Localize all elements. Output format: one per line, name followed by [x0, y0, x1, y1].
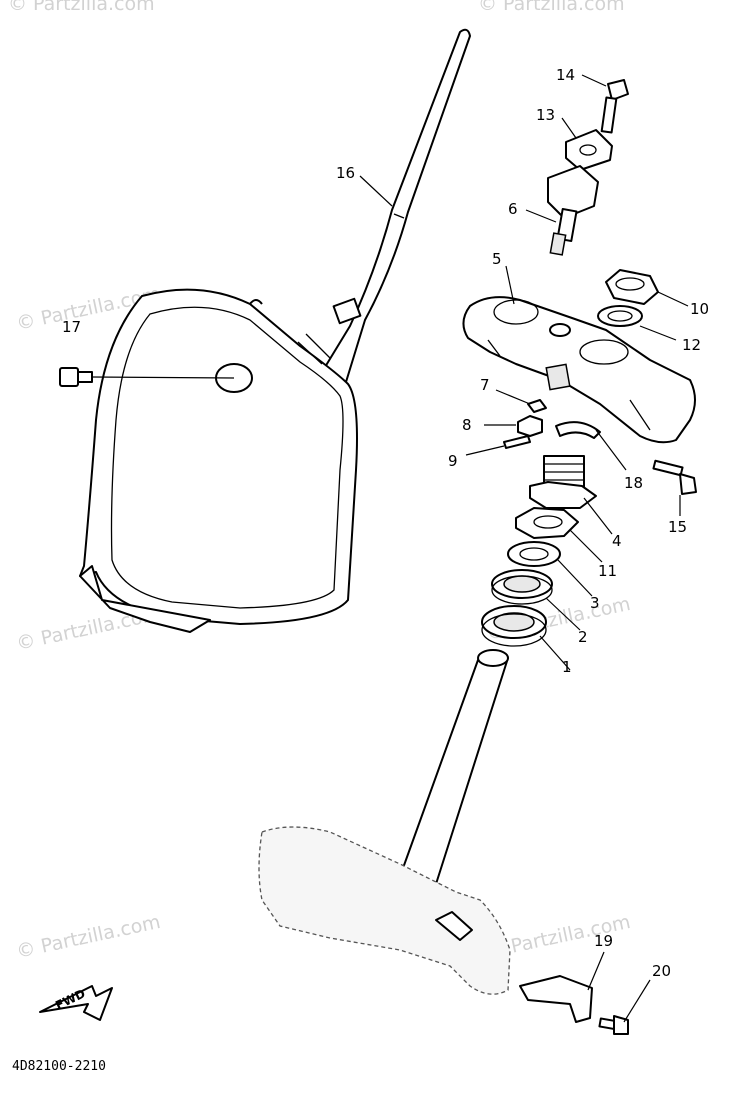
watermark: © Partzilla.com — [14, 911, 162, 963]
part-seal-3[interactable] — [507, 541, 561, 567]
callout-8[interactable]: 8 — [462, 416, 472, 434]
part-bolt-15[interactable] — [652, 459, 697, 495]
callout-12[interactable]: 12 — [682, 336, 701, 354]
part-bolt-17[interactable] — [59, 367, 235, 387]
part-nut-10[interactable] — [605, 269, 659, 305]
fwd-label: FWD — [53, 986, 87, 1012]
part-bearing-2[interactable] — [491, 569, 553, 605]
part-number-plate[interactable] — [79, 28, 471, 633]
leader-lines — [359, 74, 689, 1023]
part-holder-6[interactable] — [547, 165, 599, 256]
watermark: © Partzilla.com — [8, 0, 155, 15]
part-ring-nut-4[interactable] — [529, 455, 597, 509]
part-washer-7[interactable] — [527, 399, 547, 413]
callout-17[interactable]: 17 — [62, 318, 81, 336]
part-washer-12[interactable] — [597, 305, 643, 327]
part-upper-bracket[interactable] — [462, 296, 696, 444]
callout-numbers: 1 2 3 4 5 6 7 8 9 10 11 12 13 14 15 16 1… — [62, 66, 709, 980]
part-bearing-1[interactable] — [481, 605, 547, 647]
callout-14[interactable]: 14 — [556, 66, 575, 84]
part-nut-8[interactable] — [517, 415, 543, 437]
part-holder-13[interactable] — [565, 129, 613, 171]
part-bolt-14[interactable] — [600, 79, 629, 134]
callout-16[interactable]: 16 — [336, 164, 355, 182]
part-cable-guide-19[interactable] — [519, 975, 593, 1023]
part-screw-9[interactable] — [503, 435, 531, 449]
part-ring-nut-11[interactable] — [515, 507, 579, 539]
callout-6[interactable]: 6 — [508, 200, 518, 218]
watermark: © Partzilla.com — [478, 0, 625, 15]
callout-4[interactable]: 4 — [612, 532, 622, 550]
callout-1[interactable]: 1 — [562, 658, 572, 676]
callout-9[interactable]: 9 — [448, 452, 458, 470]
part-steering-stem — [258, 649, 511, 995]
callout-15[interactable]: 15 — [668, 518, 687, 536]
diagram-code: 4D82100-2210 — [12, 1059, 106, 1074]
callout-3[interactable]: 3 — [590, 594, 600, 612]
part-cable-guide[interactable] — [555, 421, 601, 439]
callout-10[interactable]: 10 — [690, 300, 709, 318]
callout-7[interactable]: 7 — [480, 376, 490, 394]
fwd-arrow: FWD — [39, 985, 113, 1021]
callout-19[interactable]: 19 — [594, 932, 613, 950]
callout-18[interactable]: 18 — [624, 474, 643, 492]
callout-2[interactable]: 2 — [578, 628, 588, 646]
callout-5[interactable]: 5 — [492, 250, 502, 268]
part-bolt-20[interactable] — [598, 1015, 629, 1035]
callout-11[interactable]: 11 — [598, 562, 617, 580]
callout-20[interactable]: 20 — [652, 962, 671, 980]
callout-13[interactable]: 13 — [536, 106, 555, 124]
